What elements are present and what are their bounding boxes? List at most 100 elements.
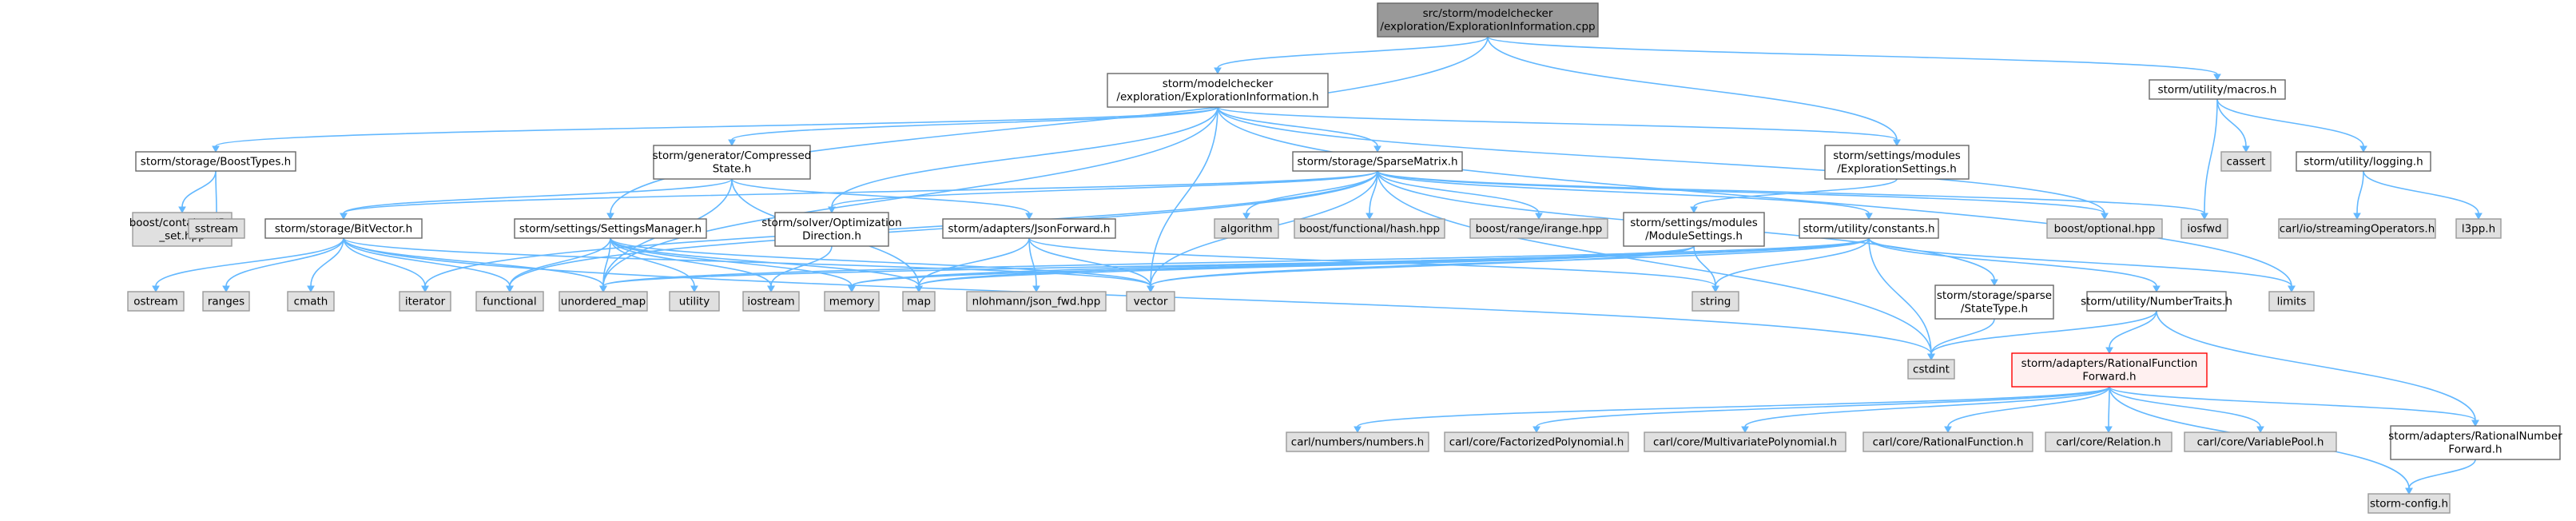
node-label-settingsmgr-line-1: storm/settings/SettingsManager.h <box>519 222 702 235</box>
node-root[interactable]: src/storm/modelchecker/exploration/Explo… <box>1377 2 1599 38</box>
node-label-rff-line-2: Forward.h <box>2082 371 2136 384</box>
node-label-bitvector-line-1: storm/storage/BitVector.h <box>275 222 412 235</box>
edge-sparsematrix-to-irange <box>1377 170 1540 214</box>
node-box-cmath <box>287 291 335 312</box>
node-label-ostream-line-1: ostream <box>133 295 178 308</box>
arrowhead-sparsematrix-to-statetype <box>1990 279 1998 287</box>
arrowhead-constants-to-unordered_map <box>599 285 607 293</box>
edge-jsonfwd-to-json_fwd <box>1028 237 1037 287</box>
node-string: string <box>1691 291 1739 312</box>
node-explsettings[interactable]: storm/settings/modules/ExplorationSettin… <box>1824 145 1970 180</box>
edge-constants-to-numbertraits <box>1868 237 2157 287</box>
edge-constants-to-map <box>918 237 1870 287</box>
node-box-root <box>1377 2 1599 38</box>
edge-settingsmgr-to-functional <box>509 237 611 287</box>
node-modsettings[interactable]: storm/settings/modules/ModuleSettings.h <box>1623 212 1765 247</box>
edge-rff-to-ratfunc <box>1947 386 2110 428</box>
node-iostream: iostream <box>742 291 800 312</box>
edge-explsettings-to-modsettings <box>1693 178 1898 208</box>
node-label-compressed-line-2: State.h <box>713 163 752 176</box>
node-box-utility <box>669 291 720 312</box>
edge-constants-to-limits <box>1868 237 2292 287</box>
edge-numbertraits-to-rnf <box>2156 310 2476 421</box>
node-label-json_fwd-line-1: nlohmann/json_fwd.hpp <box>972 295 1101 308</box>
node-label-stormconfig-line-1: storm-config.h <box>2370 497 2448 510</box>
node-label-statetype-line-1: storm/storage/sparse <box>1937 289 2052 302</box>
edge-expl_h-to-optdir <box>831 106 1218 208</box>
node-numbers: carl/numbers/numbers.h <box>1286 432 1429 452</box>
node-numbertraits[interactable]: storm/utility/NumberTraits.h <box>2081 291 2232 312</box>
arrowhead-sparsematrix-to-hash <box>1366 213 1373 221</box>
edge-bitvector-to-ranges <box>225 237 344 287</box>
node-box-expl_h <box>1107 73 1329 108</box>
node-box-json_fwd <box>966 291 1107 312</box>
node-label-varpool-line-1: carl/core/VariablePool.h <box>2197 435 2324 448</box>
edge-expl_h-to-vector <box>1150 106 1218 287</box>
node-box-boosttypes <box>135 151 296 172</box>
node-varpool: carl/core/VariablePool.h <box>2184 432 2337 452</box>
node-settingsmgr[interactable]: storm/settings/SettingsManager.h <box>514 218 707 239</box>
node-iosfwd: iosfwd <box>2180 218 2228 239</box>
node-map: map <box>902 291 936 312</box>
node-jsonfwd[interactable]: storm/adapters/JsonForward.h <box>942 218 1116 239</box>
edge-compressed-to-bitvector <box>343 178 733 214</box>
node-label-l3pp-line-1: l3pp.h <box>2462 222 2495 235</box>
node-box-optional <box>2046 218 2163 239</box>
arrowhead-explsettings-to-modsettings <box>1690 206 1698 214</box>
arrowhead-rff-to-factpoly <box>1532 426 1540 434</box>
node-bitvector[interactable]: storm/storage/BitVector.h <box>264 218 423 239</box>
node-macros[interactable]: storm/utility/macros.h <box>2149 79 2286 100</box>
node-relation: carl/core/Relation.h <box>2045 432 2173 452</box>
arrowhead-rff-to-relation <box>2105 426 2113 434</box>
node-statetype[interactable]: storm/storage/sparse/StateType.h <box>1934 284 2054 320</box>
node-box-map <box>902 291 936 312</box>
node-box-settingsmgr <box>514 218 707 239</box>
node-cassert: cassert <box>2220 151 2272 172</box>
arrowhead-macros-to-cassert <box>2242 145 2250 153</box>
node-label-boosttypes-line-1: storm/storage/BoostTypes.h <box>141 155 291 168</box>
edge-sparsematrix-to-optdir <box>831 170 1378 208</box>
node-box-ratfunc <box>1862 432 2033 452</box>
arrowhead-expl_h-to-explsettings <box>1893 139 1901 147</box>
edge-macros-to-cassert <box>2216 98 2247 147</box>
edge-bitvector-to-ostream <box>155 237 344 287</box>
node-label-iosfwd-line-1: iosfwd <box>2187 222 2221 235</box>
edge-sparsematrix-to-bitvector <box>343 170 1378 214</box>
node-boosttypes[interactable]: storm/storage/BoostTypes.h <box>135 151 296 172</box>
edge-expl_h-to-boosttypes <box>215 106 1218 147</box>
node-label-logging-line-1: storm/utility/logging.h <box>2304 155 2423 168</box>
node-label-mvpoly-line-1: carl/core/MultivariatePolynomial.h <box>1653 435 1837 448</box>
node-box-vector <box>1126 291 1175 312</box>
arrowhead-numbertraits-to-rff <box>2105 347 2113 355</box>
node-box-irange <box>1469 218 1608 239</box>
edge-constants-to-unordered_map <box>602 237 1870 287</box>
node-box-constants <box>1799 218 1939 239</box>
node-label-memory-line-1: memory <box>829 295 874 308</box>
node-label-modsettings-line-1: storm/settings/modules <box>1630 217 1758 229</box>
node-label-streamops-line-1: carl/io/streamingOperators.h <box>2280 222 2435 235</box>
edge-sparsematrix-to-optional <box>1377 170 2105 214</box>
edge-settingsmgr-to-memory <box>610 237 853 287</box>
edge-bitvector-to-vector <box>343 237 1151 287</box>
node-box-limits <box>2268 291 2315 312</box>
arrowhead-rff-to-rnf <box>2471 420 2479 428</box>
edge-rff-to-numbers <box>1357 386 2110 428</box>
node-label-hash-line-1: boost/functional/hash.hpp <box>1299 222 1440 235</box>
edge-layer <box>152 36 2483 495</box>
node-expl_h[interactable]: storm/modelchecker/exploration/Explorati… <box>1107 73 1329 108</box>
node-constants[interactable]: storm/utility/constants.h <box>1799 218 1939 239</box>
node-sparsematrix[interactable]: storm/storage/SparseMatrix.h <box>1292 151 1463 172</box>
node-label-functional-line-1: functional <box>483 295 536 308</box>
edge-jsonfwd-to-vector <box>1028 237 1151 287</box>
node-ostream: ostream <box>127 291 185 312</box>
arrowhead-rff-to-mvpoly <box>1741 426 1749 434</box>
node-label-ratfunc-line-1: carl/core/RationalFunction.h <box>1873 435 2024 448</box>
arrowhead-sparsematrix-to-iosfwd <box>2200 213 2208 221</box>
arrowhead-root-to-settingsmgr <box>606 213 614 221</box>
arrowhead-root-to-expl_h <box>1214 67 1222 75</box>
node-logging[interactable]: storm/utility/logging.h <box>2296 151 2431 172</box>
